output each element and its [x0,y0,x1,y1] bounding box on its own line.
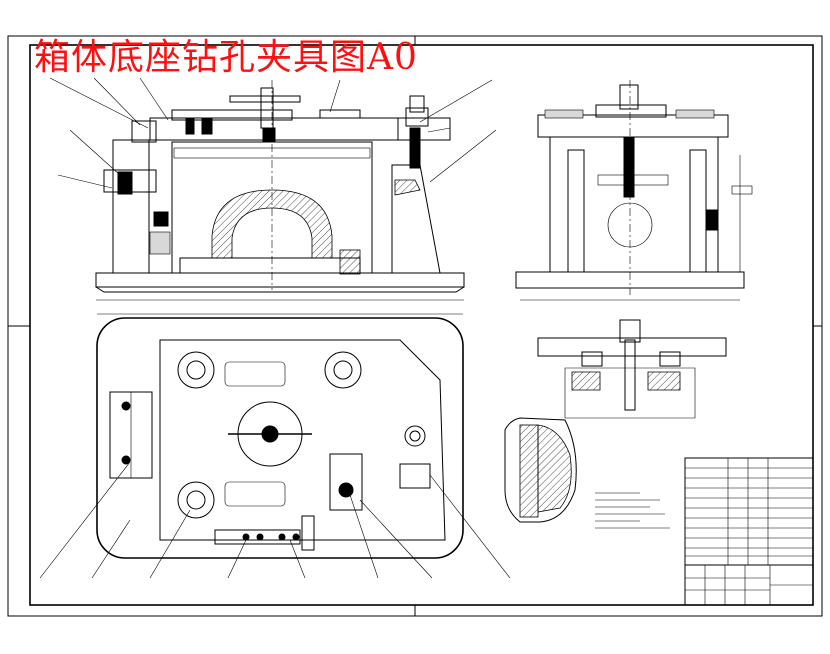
plan-view-leaders [39,461,511,579]
parts-list-title-block [684,457,814,606]
drawing-title: 箱体底座钻孔夹具图A0 [34,37,418,78]
detail-view-b [504,417,577,523]
front-view-leaders [49,77,497,189]
section-detail [537,319,727,419]
front-view [95,80,465,301]
sheet-border [7,35,823,617]
technical-notes [595,492,670,529]
plan-view [96,313,464,559]
side-view [515,80,753,301]
